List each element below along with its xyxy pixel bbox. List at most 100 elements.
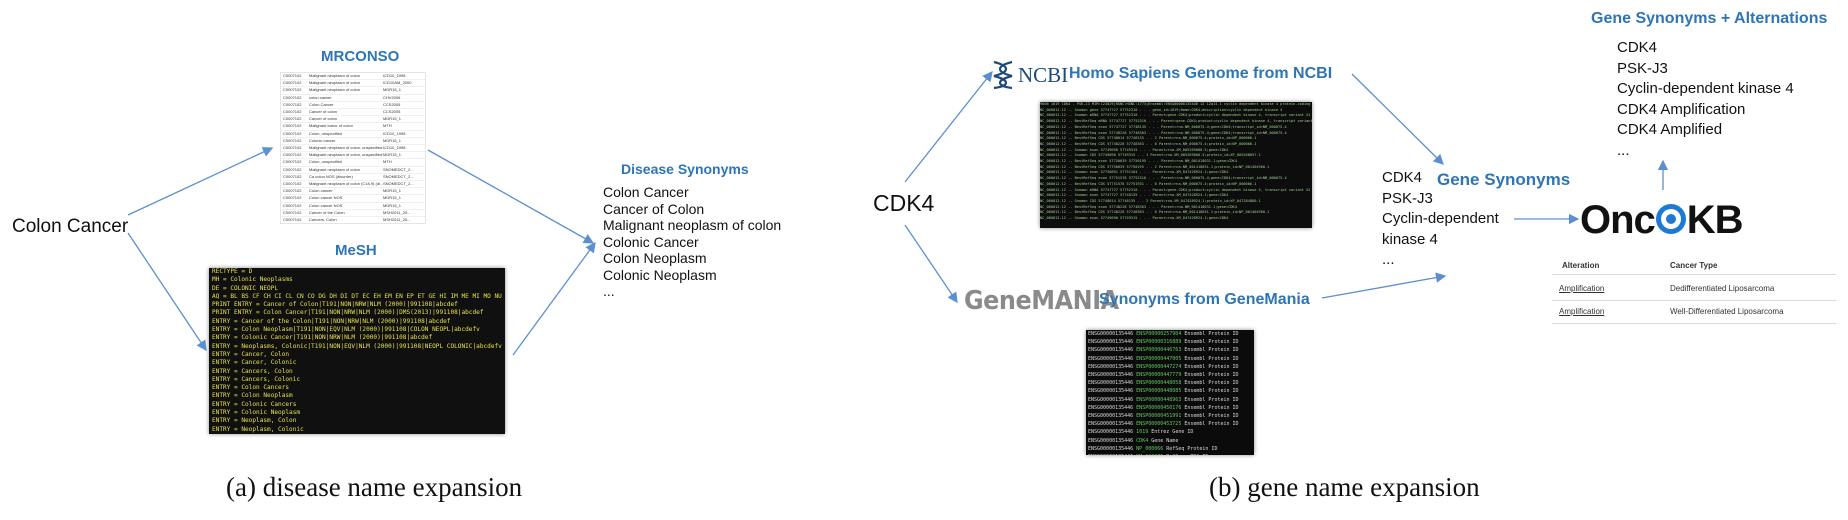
- gene-synonym-item: Cyclin-dependent: [1382, 210, 1499, 227]
- terminal-line: ENTRY = Colon Neoplasm: [212, 392, 293, 400]
- table-cell: Ca colon NOS (disorder): [309, 173, 353, 179]
- table-cell: MDR15_1: [383, 188, 402, 194]
- mapped-id: CDK4: [1136, 437, 1152, 444]
- gene-synonym-item: PSK-J3: [1382, 189, 1433, 207]
- terminal-line: NC_000012.12 -- BestRefSeq CDS 57748228 …: [1040, 210, 1270, 215]
- table-cell: Cancer of colon: [309, 116, 338, 122]
- terminal-line: PRINT ENTRY = Cancer of Colon|T191|NON|N…: [212, 301, 458, 309]
- alteration-item: CDK4 Amplified: [1617, 121, 1723, 138]
- table-cell: C0007102: [283, 166, 302, 172]
- terminal-line: ENSG00000135446 1019 Entrez Gene ID: [1086, 428, 1254, 436]
- terminal-line: NC_000012.12 -- Gnomon CDS 57748014 5774…: [1040, 198, 1261, 203]
- table-cell: ICD10_1998: [383, 145, 406, 151]
- table-cell: Malignant tumor of colon: [309, 123, 353, 129]
- gene-id: ENSG00000135446: [1088, 413, 1137, 420]
- gene-id: ENSG00000135446: [1088, 347, 1137, 354]
- gene-id: ENSG00000135446: [1088, 445, 1137, 452]
- table-rule: [1552, 323, 1836, 324]
- table-cell: Colon cancer: [309, 188, 333, 194]
- alteration-item: CDK4 Amplification: [1617, 100, 1746, 118]
- ncbi-logo-text: NCBI: [1018, 63, 1069, 87]
- terminal-line: ENSG00000135446 ENSP00000451991 Ensembl …: [1086, 412, 1254, 420]
- table-cell: MDR15_1: [383, 202, 402, 208]
- table-cell: C0007102: [283, 87, 302, 93]
- terminal-line: ENTRY = Cancer of the Colon|T191|NON|NRW…: [212, 317, 451, 325]
- disease-synonym-item: Colon Neoplasm: [603, 250, 707, 266]
- genemania-title: Synonyms from GeneMania: [1099, 291, 1310, 308]
- mapped-id: ENSP00000257904: [1136, 331, 1185, 337]
- cdk4-node: CDK4: [873, 190, 935, 216]
- terminal-line: ENTRY = Colonic Cancer|T191|NON|NRW|NLM …: [212, 334, 433, 342]
- mapped-id: ENSP00000448058: [1136, 380, 1185, 387]
- target-icon: [1655, 204, 1686, 234]
- terminal-line: ENSG00000135446 NP_000066 RefSeq Protein…: [1086, 445, 1254, 453]
- table-cell: C0007102: [283, 217, 302, 223]
- terminal-line: NC_000012.12 -- BestRefSeq CDS 57748014 …: [1040, 136, 1257, 141]
- mapped-id: ENSP00000450176: [1136, 404, 1185, 411]
- gene-synonym-item: ...: [1382, 251, 1395, 268]
- table-cell: C0007102: [283, 209, 302, 215]
- table-cell: ICD10AM_2000: [383, 80, 412, 86]
- terminal-line: NC_000012.12 -- Gnomon exon 57749090 577…: [1040, 147, 1229, 152]
- mapped-id: ENSP00000448085: [1136, 388, 1185, 395]
- table-cell: Malignant neoplasm of colon, unspecified: [309, 145, 383, 151]
- terminal-line: RECTYPE = D: [212, 268, 253, 275]
- colon-cancer-node: Colon Cancer: [12, 216, 129, 237]
- terminal-line: AQ = BL BS CF CH CI CL CN CO DG DH DI DT…: [212, 292, 502, 300]
- alteration-item: PSK-J3: [1617, 59, 1668, 77]
- ncbi-helix-icon: [988, 58, 1024, 90]
- table-cell: SNOMEDCT_2...: [383, 166, 414, 172]
- gene-id: ENSG00000135446: [1088, 331, 1137, 337]
- id-type: Ensembl Protein ID: [1184, 421, 1239, 428]
- mapped-id: ENSP00000447274: [1136, 363, 1185, 370]
- table-cell: C0007102: [283, 181, 302, 187]
- table-cell: C0007102: [283, 116, 302, 122]
- table-cell: C0007102: [283, 123, 302, 129]
- terminal-line: ENSG00000135446 ENSP00000257904 Ensembl …: [1086, 330, 1254, 338]
- table-cell: Cancer of colon: [309, 109, 338, 115]
- table-cell: ICD10_1998: [383, 73, 406, 78]
- gene-id: ENSG00000135446: [1088, 437, 1137, 444]
- table-rule: [1552, 300, 1836, 301]
- mapped-id: ENSP00000453725: [1136, 421, 1185, 428]
- id-type: Ensembl Protein ID: [1184, 413, 1239, 420]
- mapped-id: NM_000075: [1136, 454, 1166, 455]
- table-cell: Malignant neoplasm of colon: [309, 73, 360, 78]
- terminal-line: ENSG00000135446 ENSP00000446763 Ensembl …: [1086, 346, 1254, 354]
- terminal-line: NC_000012.12 -- Gnomon exon 57750891 577…: [1040, 170, 1229, 175]
- table-cell: C0007102: [283, 159, 302, 165]
- caption-a: (a) disease name expansion: [226, 472, 523, 502]
- gene-synonym-item: kinase 4: [1382, 230, 1438, 248]
- table-cell: Well-Differentiated Liposarcoma: [1670, 307, 1784, 316]
- table-header: Alteration: [1562, 261, 1600, 270]
- terminal-line: ENSG00000135446 ENSP00000448963 Ensembl …: [1086, 396, 1254, 404]
- gene-id: ENSG00000135446: [1088, 396, 1137, 403]
- terminal-line: ENSG00000135446 ENSP00000447779 Ensembl …: [1086, 371, 1254, 379]
- terminal-line: ENTRY = Neoplasms, Colonic|T191|NON|EQV|…: [212, 342, 502, 350]
- alteration-item: ...: [1617, 141, 1630, 159]
- disease-synonym-item: Colonic Neoplasm: [603, 266, 717, 283]
- ncbi-title: Homo Sapiens Genome from NCBI: [1069, 65, 1333, 82]
- gene-id: ENSG00000135446: [1088, 404, 1137, 411]
- table-cell: Colon, unspecified: [309, 159, 342, 165]
- arrow-cdk4-to-genemania: [904, 224, 958, 304]
- table-header: Cancer Type: [1670, 261, 1718, 270]
- table-cell: C0007102: [283, 80, 302, 86]
- gene-id: ENSG00000135446: [1088, 372, 1137, 379]
- table-cell: C0007102: [283, 152, 302, 158]
- terminal-line: NC_000012.12 -- BestRefSeq CDS 57751578 …: [1040, 181, 1257, 186]
- alteration-item: CDK4: [1617, 39, 1658, 56]
- table-cell: C0007102: [283, 195, 302, 201]
- table-cell: C0007102: [283, 101, 302, 107]
- terminal-line: ENSG00000135446 ENSP00000448085 Ensembl …: [1086, 387, 1254, 395]
- table-cell: colon cancer: [309, 94, 332, 100]
